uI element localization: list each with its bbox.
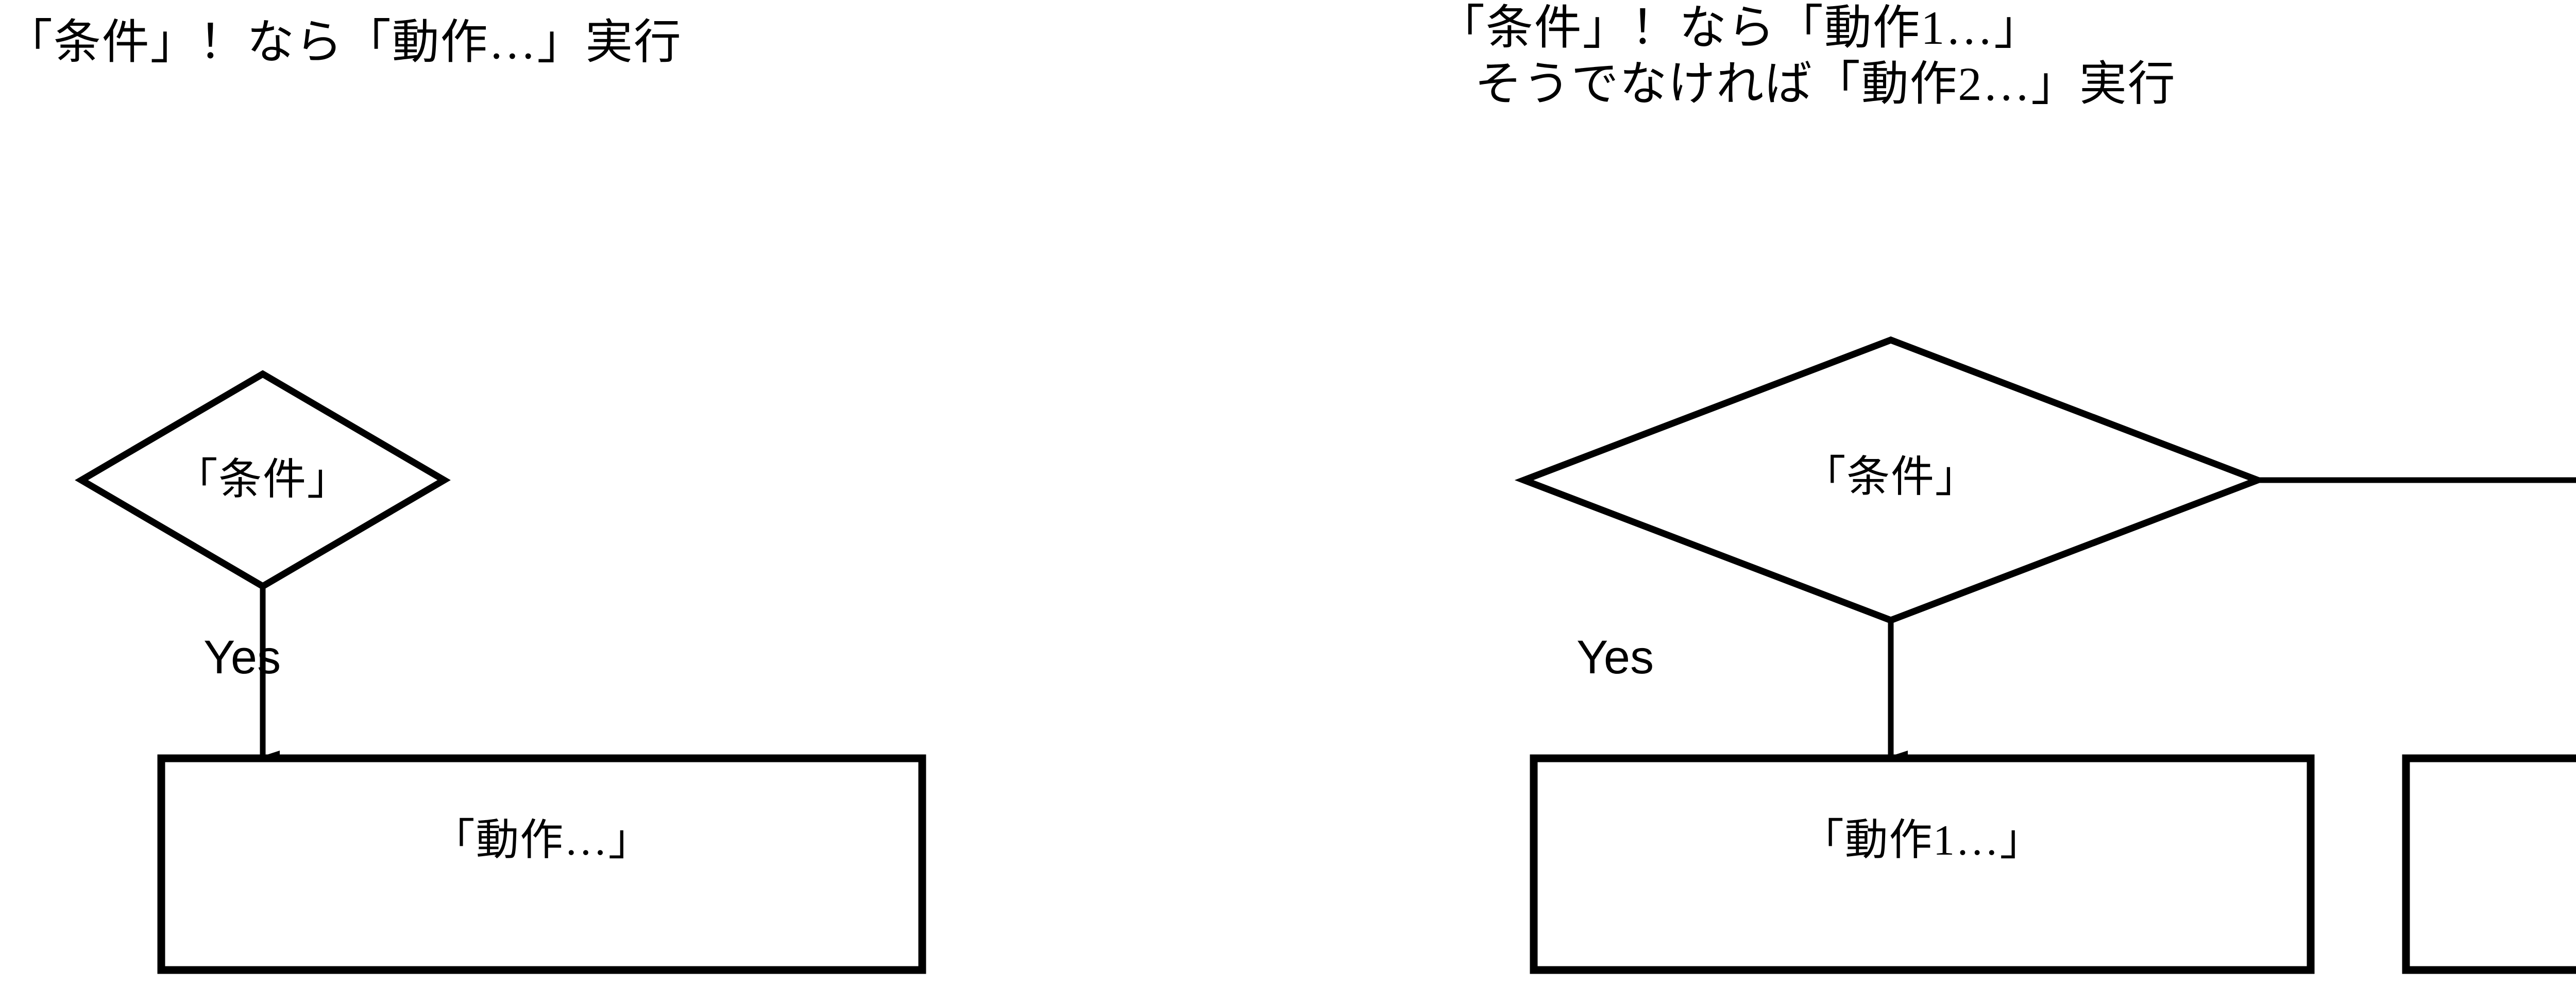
action-label-left: 「動作…」 <box>431 817 653 864</box>
caption-if-else: 「条件」！なら「動作1…」そうでなければ「動作2…」実行 <box>1437 0 2176 112</box>
caption-if-else-line-2: そうでなければ「動作2…」実行 <box>1475 57 2176 110</box>
caption-if-single: 「条件」！なら「動作…」実行 <box>5 16 682 69</box>
branch-label-yes-left: Yes <box>204 631 281 684</box>
action-box-right-2 <box>2402 754 2576 974</box>
branch-label-yes-right: Yes <box>1577 631 1654 684</box>
connector-else-right <box>2258 477 2576 483</box>
decision-label-left: 「条件」 <box>174 456 351 504</box>
action-label-right-1: 「動作1…」 <box>1800 817 2044 864</box>
caption-if-else-line-1: 「条件」！なら「動作1…」 <box>1437 2 2042 54</box>
decision-label-right: 「条件」 <box>1802 453 1979 501</box>
